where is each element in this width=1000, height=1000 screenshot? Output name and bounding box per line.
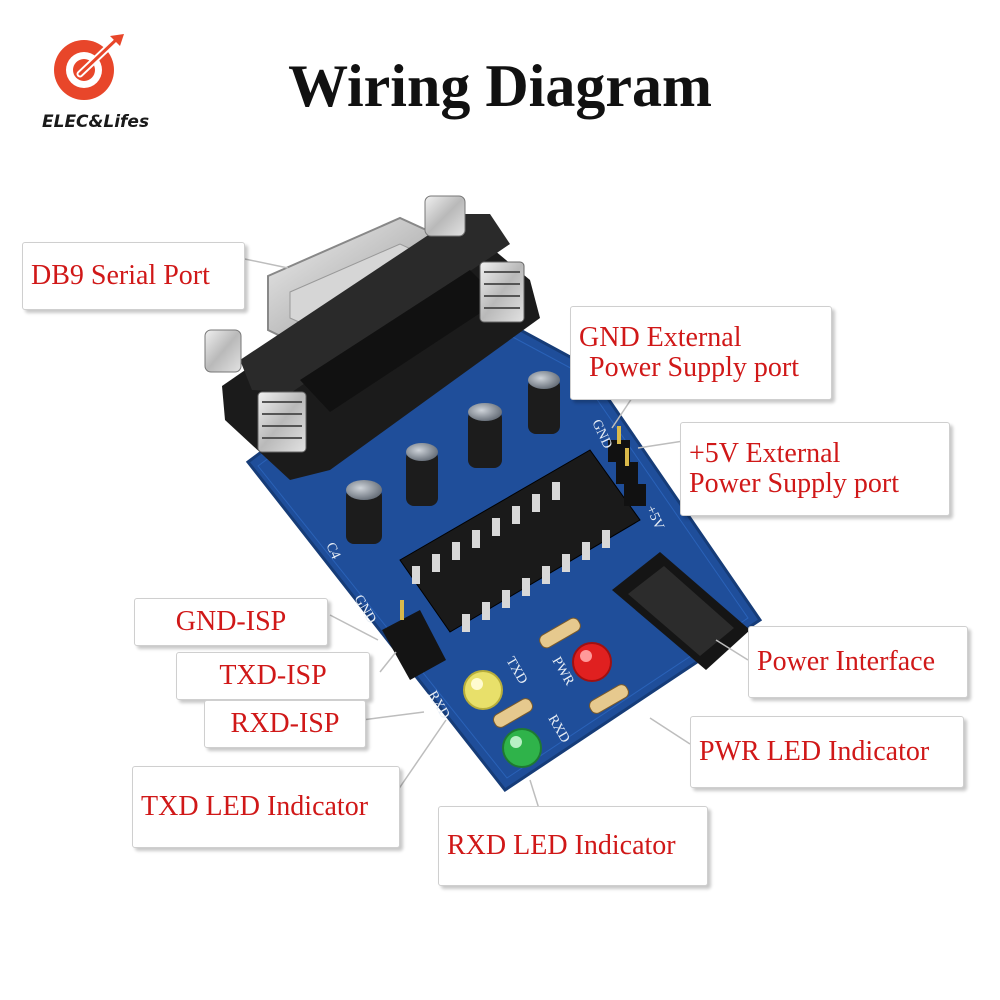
elec-lifes-logo-icon — [54, 34, 124, 100]
callout-power-interface: Power Interface — [748, 626, 968, 698]
pwr-led — [572, 642, 612, 682]
callout-db9-serial-port: DB9 Serial Port — [22, 242, 245, 310]
silk-c4: C4 — [322, 540, 343, 561]
callout-rxd-led-indicator: RXD LED Indicator — [438, 806, 708, 886]
callout-pwr-led-indicator: PWR LED Indicator — [690, 716, 964, 788]
capacitors — [346, 371, 560, 544]
db9-connector — [204, 195, 540, 480]
diagram-title: Wiring Diagram — [288, 53, 712, 119]
callout-txd-isp: TXD-ISP — [176, 652, 370, 700]
ext-power-pin-header — [608, 426, 646, 506]
brand-name: ELEC&Lifes — [42, 112, 150, 132]
callout-gnd-isp: GND-ISP — [134, 598, 328, 646]
callout-gnd-external-power: GND External Power Supply port — [570, 306, 832, 400]
max232-ic — [399, 449, 641, 633]
txd-led — [463, 670, 503, 710]
callout-5v-external-power: +5V External Power Supply port — [680, 422, 950, 516]
callout-rxd-isp: RXD-ISP — [204, 700, 366, 748]
callout-txd-led-indicator: TXD LED Indicator — [132, 766, 400, 848]
resistors — [493, 617, 629, 728]
power-jack — [612, 552, 750, 670]
rxd-led — [502, 728, 542, 768]
isp-jumper — [382, 600, 446, 680]
